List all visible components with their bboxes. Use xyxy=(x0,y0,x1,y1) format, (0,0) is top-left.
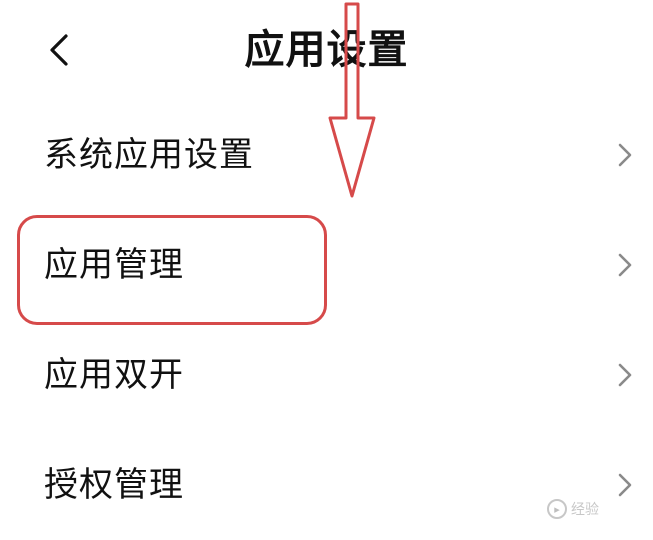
watermark-text: 经验 xyxy=(571,502,599,518)
chevron-left-icon xyxy=(50,34,68,66)
watermark: ▸ 经验 xyxy=(547,494,647,524)
list-item-label: 应用管理 xyxy=(44,245,184,285)
list-item-label: 应用双开 xyxy=(44,355,184,395)
chevron-right-icon xyxy=(618,363,632,387)
header-bar: 应用设置 xyxy=(0,0,653,100)
list-item-system-app-settings[interactable]: 系统应用设置 xyxy=(0,100,653,210)
watermark-logo-icon: ▸ xyxy=(547,499,567,519)
list-item-dual-apps[interactable]: 应用双开 xyxy=(0,320,653,430)
list-item-permission-management[interactable]: 授权管理 xyxy=(0,430,653,540)
list-item-label: 系统应用设置 xyxy=(44,135,254,175)
back-button[interactable] xyxy=(30,22,86,78)
list-item-label: 授权管理 xyxy=(44,465,184,505)
chevron-right-icon xyxy=(618,253,632,277)
page-title: 应用设置 xyxy=(244,27,409,73)
chevron-right-icon xyxy=(618,143,632,167)
list-item-app-management[interactable]: 应用管理 xyxy=(0,210,653,320)
chevron-right-icon xyxy=(618,473,632,497)
